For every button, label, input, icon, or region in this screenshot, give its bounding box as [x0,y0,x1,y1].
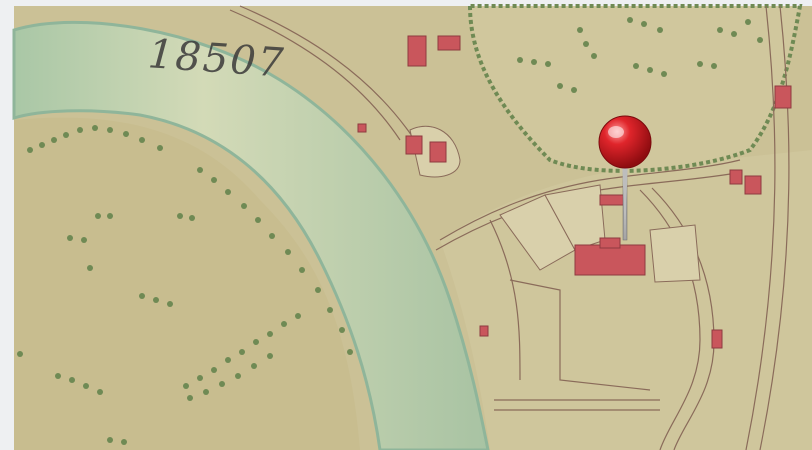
tree-markings [17,17,763,445]
left-field [14,117,360,450]
enclosures [409,125,701,283]
river [12,20,490,450]
buildings [357,35,792,349]
catalog-number-label: 18507 [146,31,287,87]
location-pin-icon[interactable] [598,114,652,244]
woodland [467,3,803,173]
